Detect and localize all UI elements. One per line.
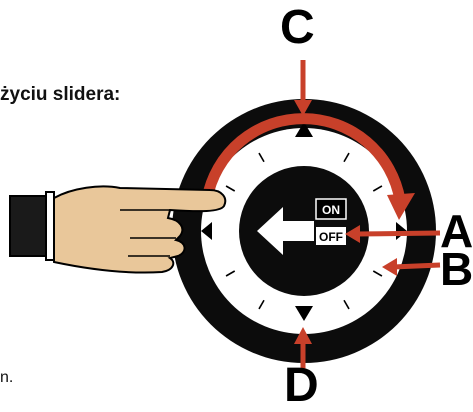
switch-on-label: ON: [322, 203, 340, 217]
switch-on-box: [315, 198, 347, 220]
callout-a-arrow: [355, 230, 441, 237]
label-d: D: [284, 359, 319, 412]
callout-c-arrowhead: [294, 100, 312, 116]
label-b: B: [440, 243, 473, 295]
caption-tail-text: n.: [0, 369, 14, 386]
dial-tick: [372, 185, 383, 192]
bottom-triangle-marker: [295, 306, 313, 321]
callout-b-arrowhead: [382, 258, 397, 276]
callout-a-arrowhead: [345, 225, 360, 243]
callout-d-arrowhead: [294, 327, 312, 344]
dial-tick: [343, 299, 350, 310]
dial-tick: [225, 185, 236, 192]
switch-off-label: OFF: [319, 230, 343, 244]
label-a: A: [440, 205, 473, 257]
switch-off-box: [316, 227, 346, 245]
caption-text: życiu slidera:: [0, 84, 121, 105]
knob-arrow-icon: [257, 207, 314, 255]
rotation-arrow-head: [387, 193, 415, 220]
dial-tick: [258, 299, 265, 310]
pointing-hand-icon: [9, 185, 227, 274]
dial-ticks: [225, 152, 383, 310]
dial-tick: [258, 152, 265, 163]
dial-tick: [225, 270, 236, 277]
rotation-arrow: [201, 113, 406, 206]
dial-tick: [343, 152, 350, 163]
left-triangle-marker: [201, 222, 212, 240]
dial-tick: [372, 270, 383, 277]
top-triangle-marker: [295, 122, 313, 137]
callout-b-arrow: [392, 262, 441, 270]
label-c: C: [280, 1, 315, 54]
